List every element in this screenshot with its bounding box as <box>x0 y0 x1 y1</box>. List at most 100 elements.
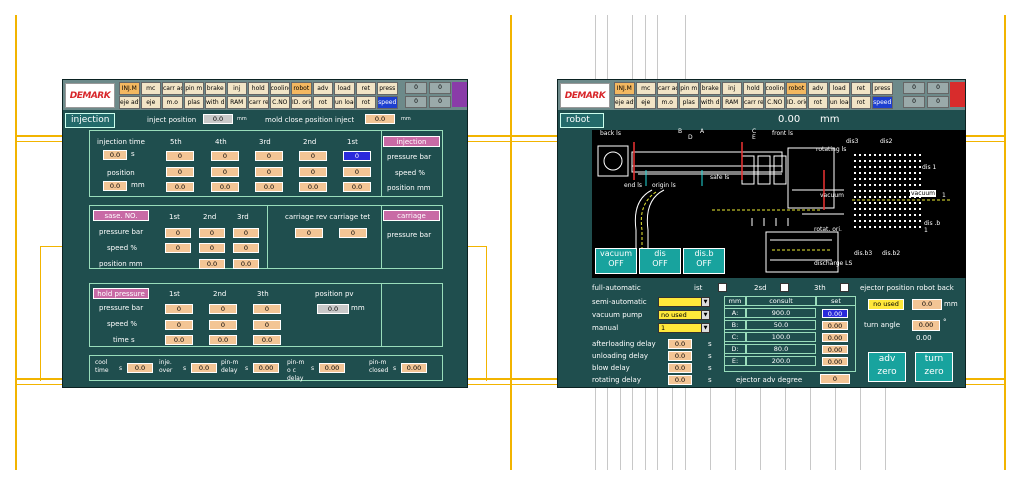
menu-button[interactable]: INJ.M <box>119 82 140 95</box>
vacuum-pump-select[interactable]: no used▼ <box>658 310 710 320</box>
position-field[interactable]: 0.0 <box>233 259 259 269</box>
pressure-field[interactable]: 0 <box>165 228 191 238</box>
menu-button[interactable]: plas <box>183 96 204 109</box>
position-field[interactable]: 0.0 <box>343 182 371 192</box>
speed-field[interactable]: 0 <box>343 167 371 177</box>
position-field[interactable]: 0.0 <box>103 181 127 191</box>
menu-button[interactable]: ID. origin <box>786 96 807 109</box>
menu-button[interactable]: RAM <box>721 96 742 109</box>
table-row-set[interactable]: 0.00 <box>822 345 848 354</box>
pressure-field[interactable]: 0 <box>343 151 371 161</box>
position-field[interactable]: 0.0 <box>211 182 239 192</box>
menu-button[interactable]: with draw <box>700 96 721 109</box>
menu-button[interactable]: cooling <box>269 82 290 95</box>
pressure-field[interactable]: 0 <box>211 151 239 161</box>
menu-button[interactable]: RAM <box>226 96 247 109</box>
menu-button[interactable]: inj <box>721 82 742 95</box>
menu-button[interactable]: brake <box>205 82 226 95</box>
menu-button[interactable]: un load <box>829 96 850 109</box>
menu-button[interactable]: cooling <box>764 82 785 95</box>
timer-field[interactable]: 0.00 <box>253 363 279 373</box>
menu-button[interactable]: carr ret <box>743 96 764 109</box>
speed-field[interactable]: 0 <box>165 320 193 330</box>
delay-field[interactable]: 0.0 <box>668 351 692 361</box>
semi-automatic-select[interactable]: ▼ <box>658 297 710 307</box>
menu-button[interactable]: C.NO <box>764 96 785 109</box>
menu-button[interactable]: press <box>872 82 893 95</box>
menu-button[interactable]: carr adv <box>657 82 678 95</box>
ejector-degree-field[interactable]: 0 <box>820 374 850 384</box>
pressure-field[interactable]: 0 <box>299 151 327 161</box>
time-field[interactable]: 0.0 <box>209 335 237 345</box>
menu-button[interactable]: ID. origin <box>291 96 312 109</box>
page-title[interactable]: robot <box>560 113 604 128</box>
second-checkbox[interactable] <box>780 283 789 292</box>
speed-field[interactable]: 0 <box>233 243 259 253</box>
menu-button[interactable]: pin m <box>183 82 204 95</box>
turn-angle-field[interactable]: 0.00 <box>912 320 940 331</box>
menu-button[interactable]: adv <box>807 82 828 95</box>
menu-button[interactable]: eje <box>635 96 656 109</box>
timer-field[interactable]: 0.00 <box>401 363 427 373</box>
menu-button[interactable]: eje <box>140 96 161 109</box>
speed-field[interactable]: 0 <box>166 167 194 177</box>
menu-button[interactable]: INJ.M <box>614 82 635 95</box>
menu-button[interactable]: pin m <box>678 82 699 95</box>
third-checkbox[interactable] <box>840 283 849 292</box>
menu-button[interactable]: with draw <box>205 96 226 109</box>
position-field[interactable]: 0.0 <box>299 182 327 192</box>
menu-button[interactable]: speed <box>872 96 893 109</box>
position-field[interactable]: 0.0 <box>166 182 194 192</box>
pressure-field[interactable]: 0 <box>253 304 281 314</box>
menu-button[interactable]: robot <box>786 82 807 95</box>
menu-button[interactable]: inj <box>226 82 247 95</box>
time-field[interactable]: 0.0 <box>253 335 281 345</box>
delay-field[interactable]: 0.0 <box>668 339 692 349</box>
delay-field[interactable]: 0.0 <box>668 375 692 385</box>
speed-field[interactable]: 0 <box>199 243 225 253</box>
pressure-field[interactable]: 0 <box>255 151 283 161</box>
menu-button[interactable]: rot <box>850 96 871 109</box>
menu-button[interactable]: hold <box>743 82 764 95</box>
menu-button[interactable]: m.o <box>162 96 183 109</box>
menu-button[interactable]: rot <box>355 96 376 109</box>
pressure-field[interactable]: 0 <box>199 228 225 238</box>
position-field[interactable]: 0.0 <box>199 259 225 269</box>
menu-button[interactable]: mc <box>635 82 656 95</box>
timer-field[interactable]: 0.0 <box>127 363 153 373</box>
menu-button[interactable]: ret <box>850 82 871 95</box>
menu-button[interactable]: eje adv <box>614 96 635 109</box>
menu-button[interactable]: eje adv <box>119 96 140 109</box>
speed-field[interactable]: 0 <box>209 320 237 330</box>
menu-button[interactable]: C.NO <box>269 96 290 109</box>
menu-button[interactable]: brake <box>700 82 721 95</box>
menu-button[interactable]: press <box>377 82 398 95</box>
speed-field[interactable]: 0 <box>165 243 191 253</box>
delay-field[interactable]: 0.0 <box>668 363 692 373</box>
menu-button[interactable]: load <box>334 82 355 95</box>
menu-button[interactable]: carr adv <box>162 82 183 95</box>
pressure-field[interactable]: 0 <box>165 304 193 314</box>
menu-button[interactable]: adv <box>312 82 333 95</box>
menu-button[interactable]: ret <box>355 82 376 95</box>
menu-button[interactable]: carr ret <box>248 96 269 109</box>
menu-button[interactable]: plas <box>678 96 699 109</box>
menu-button[interactable]: rot <box>312 96 333 109</box>
position-field[interactable]: 0.0 <box>255 182 283 192</box>
pressure-field[interactable]: 0 <box>233 228 259 238</box>
ejector-position-field[interactable]: 0.0 <box>912 299 942 310</box>
carriage-tet-field[interactable]: 0 <box>339 228 367 238</box>
page-title[interactable]: injection <box>65 113 116 128</box>
speed-field[interactable]: 0 <box>299 167 327 177</box>
table-row-set[interactable]: 0.00 <box>822 333 848 342</box>
table-row-set[interactable]: 0.00 <box>822 309 848 318</box>
speed-field[interactable]: 0 <box>211 167 239 177</box>
table-row-set[interactable]: 0.00 <box>822 357 848 366</box>
first-checkbox[interactable] <box>718 283 727 292</box>
menu-button[interactable]: speed <box>377 96 398 109</box>
timer-field[interactable]: 0.00 <box>319 363 345 373</box>
